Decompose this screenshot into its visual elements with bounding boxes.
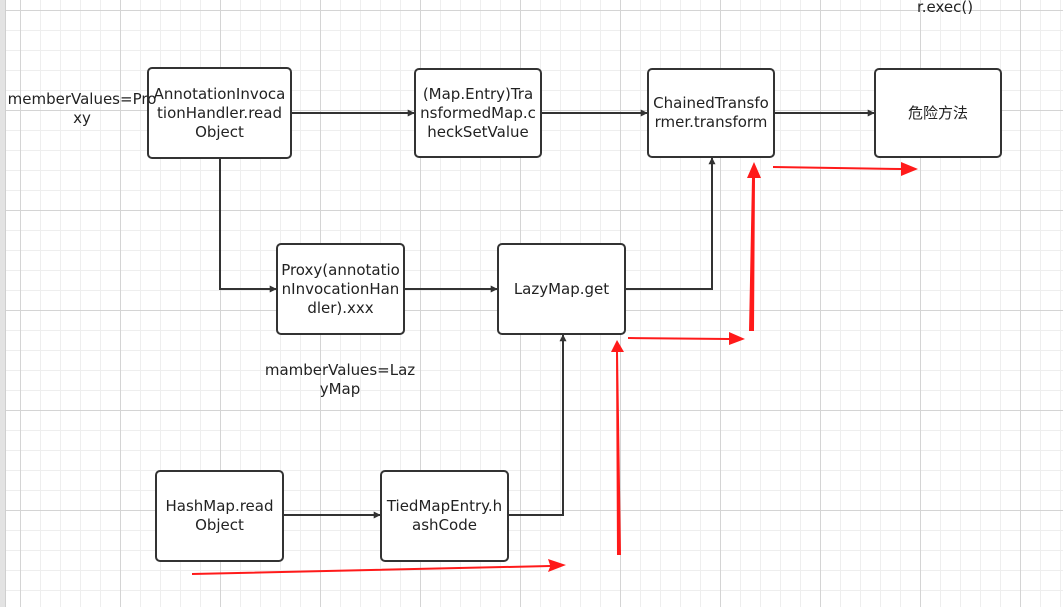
edge-tiedmapentry-to-lazymap xyxy=(508,334,567,516)
tiedmapentry-hashcode-node[interactable]: TiedMapEntry.hashCode xyxy=(380,470,509,562)
hashmap-readobject-node[interactable]: HashMap.readObject xyxy=(155,470,284,562)
member-values-lazymap-label: mamberValues=LazyMap xyxy=(264,361,416,398)
dangerous-method-node[interactable]: 危险方法 xyxy=(874,68,1002,158)
member-values-proxy-label: memberValues=Proxy xyxy=(7,90,157,127)
lazymap-get-label: LazyMap.get xyxy=(513,279,610,298)
proxy-xxx-node[interactable]: Proxy(annotationInvocationHandler).xxx xyxy=(276,243,405,335)
highlight-arrow-up-to-chainedtransformer xyxy=(747,162,761,331)
exec-label: r.exec() xyxy=(916,0,974,16)
edge-annotation-to-proxy xyxy=(219,158,277,293)
lazymap-get-node[interactable]: LazyMap.get xyxy=(497,243,626,335)
chainedtransformer-transform-label: ChainedTransformer.transform xyxy=(653,94,769,131)
edge-lazymap-to-chainedtransformer xyxy=(625,157,716,290)
annotation-readobject-label: AnnotationInvocationHandler.readObject xyxy=(153,84,286,141)
proxy-xxx-label: Proxy(annotationInvocationHandler).xxx xyxy=(281,260,400,317)
highlight-arrow-bottom xyxy=(192,559,566,575)
transformedmap-checksetvalue-node[interactable]: (Map.Entry)TransformedMap.checkSetValue xyxy=(414,68,542,158)
highlight-arrow-right-to-dangerous xyxy=(773,162,918,176)
canvas-left-edge xyxy=(0,0,6,607)
highlight-arrow-up-to-lazymap xyxy=(611,340,624,555)
transformedmap-checksetvalue-label: (Map.Entry)TransformedMap.checkSetValue xyxy=(420,84,536,141)
tiedmapentry-hashcode-label: TiedMapEntry.hashCode xyxy=(386,497,503,534)
highlight-arrow-right-from-lazymap xyxy=(628,332,745,345)
annotation-readobject-node[interactable]: AnnotationInvocationHandler.readObject xyxy=(147,67,292,159)
dangerous-method-label: 危险方法 xyxy=(907,103,968,122)
hashmap-readobject-label: HashMap.readObject xyxy=(165,497,274,534)
chainedtransformer-transform-node[interactable]: ChainedTransformer.transform xyxy=(647,68,775,158)
